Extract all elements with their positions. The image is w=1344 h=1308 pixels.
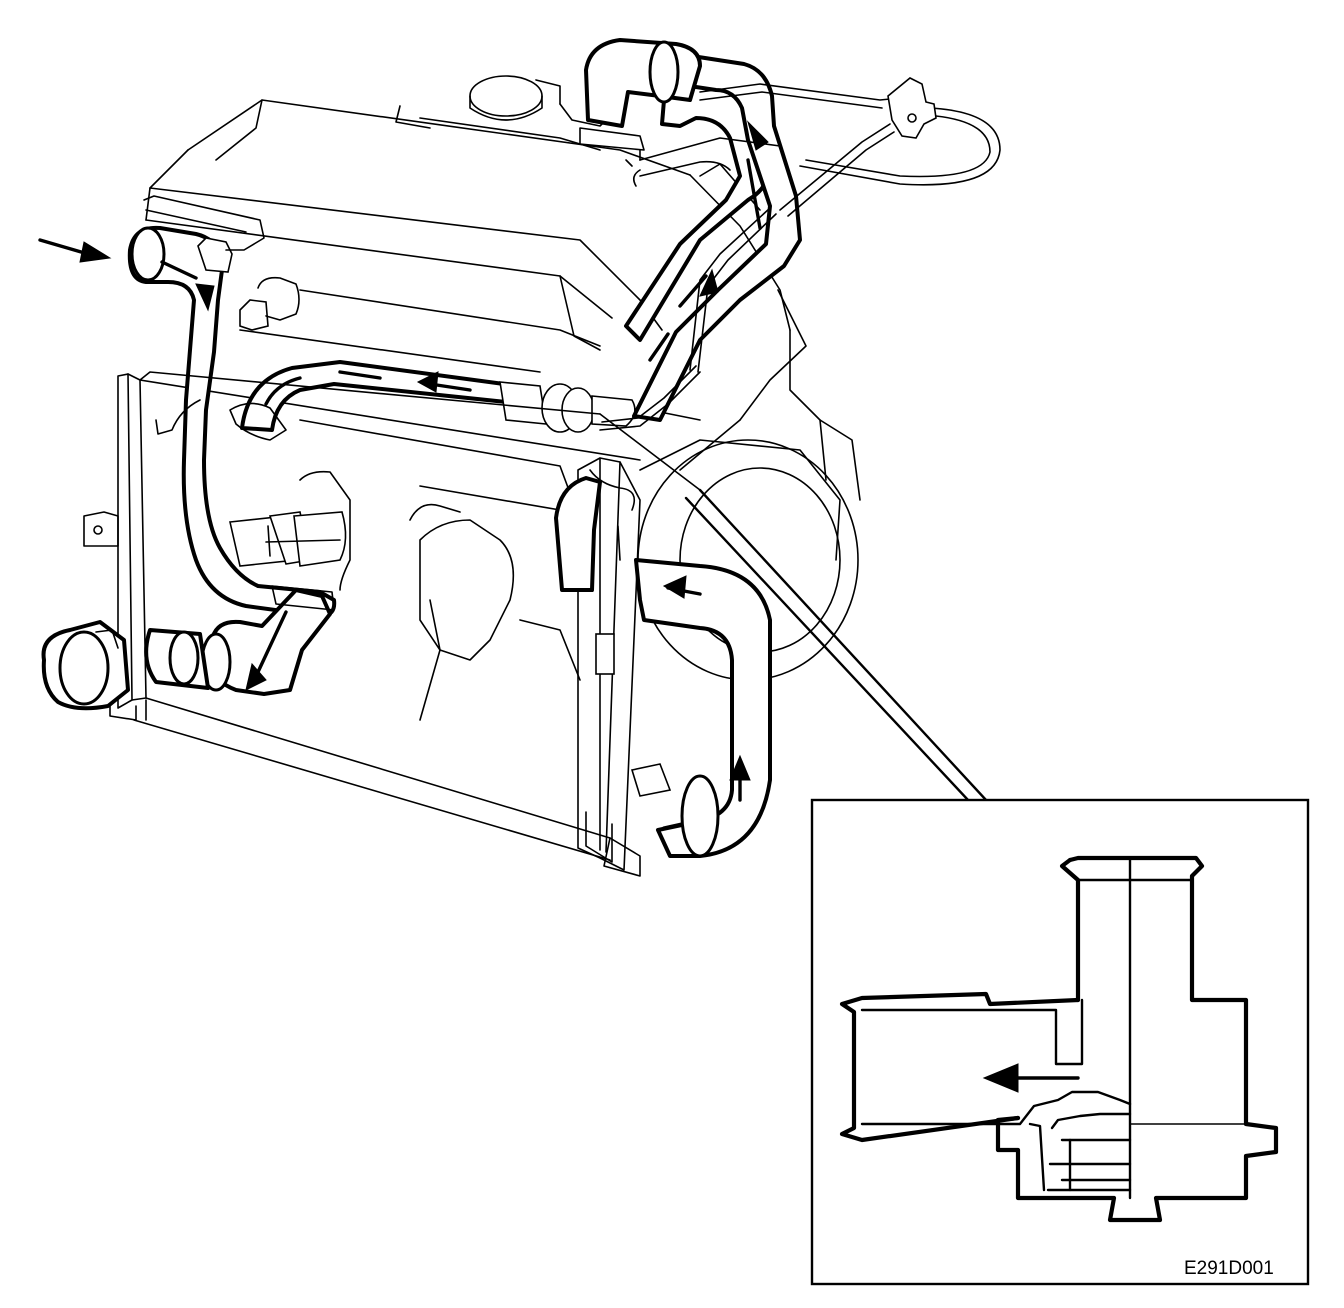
figure-code: E291D001 bbox=[1184, 1258, 1274, 1279]
metal-pipes bbox=[599, 77, 1001, 431]
inset-frame bbox=[810, 798, 1310, 1286]
lower-return-hose bbox=[554, 476, 772, 858]
pipe-connector bbox=[887, 77, 937, 139]
radiator-top-line bbox=[139, 371, 601, 415]
lower-radiator-hose bbox=[144, 585, 335, 696]
inlet-arrow bbox=[38, 238, 112, 263]
flow-arrow bbox=[662, 575, 687, 599]
top-elbow-hose bbox=[579, 38, 702, 151]
radiator-outlet bbox=[41, 620, 130, 711]
flow-arrow bbox=[699, 268, 719, 297]
oil-filler-cap bbox=[469, 75, 543, 117]
callout-line bbox=[698, 488, 988, 802]
radiator bbox=[83, 373, 641, 877]
flow-arrow bbox=[245, 662, 267, 691]
water-pump bbox=[229, 470, 351, 591]
inset-detail: E291D001 bbox=[810, 798, 1310, 1286]
flow-arrow bbox=[195, 283, 215, 312]
flow-arrow bbox=[729, 754, 751, 781]
bypass-hose bbox=[155, 360, 636, 441]
heater-return-hose bbox=[624, 54, 802, 422]
thermostat-housing bbox=[143, 195, 300, 331]
tank-clip bbox=[595, 633, 615, 675]
flow-arrow bbox=[416, 371, 439, 393]
inset-flow-arrow bbox=[982, 1063, 1019, 1093]
